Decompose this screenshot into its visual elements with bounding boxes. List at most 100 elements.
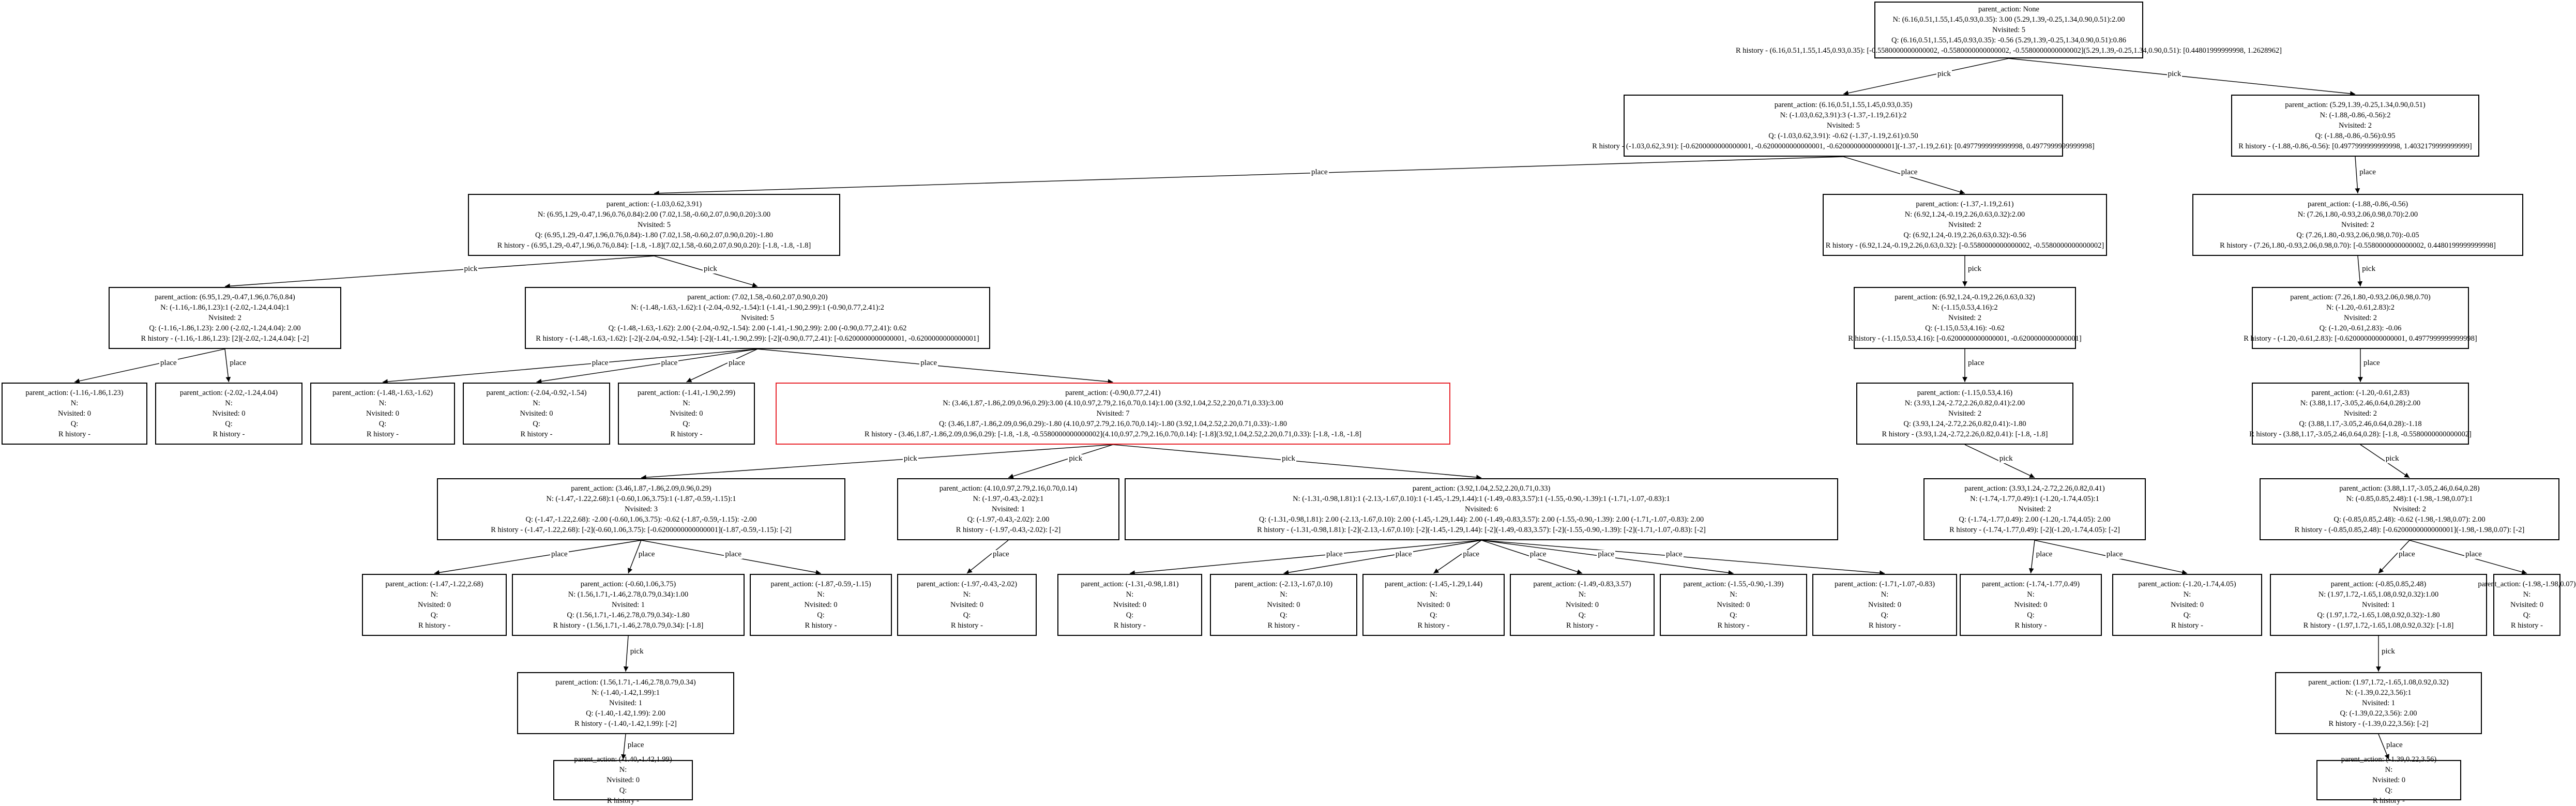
node-r-history-text: R history - (1.56,1.71,-1.46,2.78,0.79,0… [553,621,704,630]
node-nvisited-text: Nvisited: 0 [2170,601,2204,609]
node-n-text: N: (-1.15,0.53,4.16):2 [1932,303,1998,312]
node-q-text: Q: (7.26,1.80,-0.93,2.06,0.98,0.70):-0.0… [2296,231,2419,239]
edge-root-a [1843,58,2009,96]
node-nvisited-text: Nvisited: 0 [1868,601,1902,609]
tree-node-t: parent_action: (3.92,1.04,2.52,2.20,0.71… [1125,478,1838,540]
node-q-text: Q: (-1.15,0.53,4.16): -0.62 [1925,324,2005,332]
tree-node-x: parent_action: (-0.60,1.06,3.75)N: (1.56… [512,574,745,636]
edge-label-place: place [637,550,656,559]
node-parent-action-text: parent_action: (6.95,1.29,-0.47,1.96,0.7… [155,293,295,301]
node-q-text: Q: [2183,611,2191,619]
tree-node-w: parent_action: (-1.47,-1.22,2.68)N:Nvisi… [362,574,507,636]
tree-node-j: parent_action: (-1.16,-1.86,1.23)N:Nvisi… [2,383,147,445]
node-nvisited-text: Nvisited: 5 [1826,121,1860,130]
node-r-history-text: R history - (6.92,1.24,-0.19,2.26,0.63,0… [1825,241,2104,250]
node-nvisited-text: Nvisited: 2 [2343,314,2377,322]
node-nvisited-text: Nvisited: 7 [1096,409,1130,418]
node-r-history-text: R history - (-1.15,0.53,4.16): [-0.62000… [1848,334,2082,343]
tree-node-v: parent_action: (3.88,1.17,-3.05,2.46,0.6… [2260,478,2559,540]
edge-label-pick: pick [1998,454,2014,464]
tree-node-u1: parent_action: (-1.74,-1.77,0.49)N:Nvisi… [1960,574,2102,636]
node-parent-action-text: parent_action: (1.56,1.71,-1.46,2.78,0.7… [555,678,696,687]
node-n-text: N: (1.56,1.71,-1.46,2.78,0.79,0.34):1.00 [568,590,689,599]
node-r-history-text: R history - (-1.20,-0.61,2.83): [-0.6200… [2244,334,2477,343]
node-parent-action-text: parent_action: (6.16,0.51,1.55,1.45,0.93… [1774,101,1913,109]
node-parent-action-text: parent_action: (3.92,1.04,2.52,2.20,0.71… [1412,484,1551,493]
node-parent-action-text: parent_action: (-1.55,-0.90,-1.39) [1683,580,1784,588]
node-r-history-text: R history - (6.95,1.29,-0.47,1.96,0.76,0… [497,241,811,250]
node-r-history-text: R history - [2171,621,2204,630]
edge-label-pick: pick [1068,454,1084,464]
tree-node-o: parent_action: (-0.90,0.77,2.41)N: (3.46… [776,383,1450,445]
node-n-text: N: (-1.88,-0.86,-0.56):2 [2320,111,2391,119]
node-q-text: Q: [225,420,233,428]
node-q-text: Q: [683,420,690,428]
node-parent-action-text: parent_action: (-0.90,0.77,2.41) [1065,389,1161,397]
edge-b-e [2355,156,2360,194]
tree-node-v1a: parent_action: (1.97,1.72,-1.65,1.08,0.9… [2275,672,2482,734]
node-q-text: Q: [2523,611,2531,619]
edge-label-place: place [229,359,248,368]
node-q-text: Q: [378,420,387,428]
node-r-history-text: R history - (-1.97,-0.43,-2.02): [-2] [956,526,1061,534]
edge-label-pick: pick [703,265,718,273]
tree-node-q: parent_action: (-1.20,-0.61,2.83) N: (3.8… [2249,383,2472,445]
node-n-text: N: [683,399,690,407]
tree-node-c: parent_action: (-1.03,0.62,3.91)N: (6.95… [468,194,840,256]
node-q-text: Q: [1881,611,1889,619]
node-parent-action-text: parent_action: (-1.37,-1.19,2.61) [1916,200,2014,208]
node-nvisited-text: Nvisited: 1 [611,601,645,609]
node-parent-action-text: parent_action: (6.92,1.24,-0.19,2.26,0.6… [1895,293,2035,301]
node-n-text: N: (6.95,1.29,-0.47,1.96,0.76,0.84):2.00… [537,210,771,219]
node-n-text: N: [378,399,387,407]
edge-c-f [224,255,655,289]
edge-g-n [686,348,758,383]
tree-node-u2: parent_action: (-1.20,-1.74,4.05)N:Nvisi… [2112,574,2262,636]
edge-label-place: place [919,359,938,368]
edge-label-pick: pick [2361,265,2377,273]
tree-node-x2: parent_action: (-1.40,-1.42,1.99)N:Nvisi… [553,755,693,805]
node-nvisited-text: Nvisited: 2 [2018,505,2052,513]
node-nvisited-text: Nvisited: 2 [1948,409,1982,418]
node-r-history-text: R history - (-1.48,-1.63,-1.62): [-2](-2… [536,334,979,343]
node-n-text: N: (-1.74,-1.77,0.49):1 (-1.20,-1.74,4.0… [1970,495,2099,503]
node-q-text: Q: (3.93,1.24,-2.72,2.26,0.82,0.41):-1.8… [1903,420,2026,428]
node-r-history-text: R history - (-1.74,-1.77,0.49): [-2](-1.… [1949,526,2120,534]
node-n-text: N: (-1.40,-1.42,1.99):1 [591,689,660,697]
node-q-text: Q: (6.16,0.51,1.55,1.45,0.93,0.35): -0.5… [1891,36,2126,44]
node-parent-action-text: parent_action: (-1.97,-0.43,-2.02) [916,580,1018,588]
node-n-text: N: (3.88,1.17,-3.05,2.46,0.64,0.28):2.00 [2300,399,2421,407]
node-nvisited-text: Nvisited: 0 [366,409,400,418]
node-parent-action-text: parent_action: (7.02,1.58,-0.60,2.07,0.9… [687,293,828,301]
node-parent-action-text: parent_action: (-2.13,-1.67,0.10) [1234,580,1333,588]
node-parent-action-text: parent_action: (1.97,1.72,-1.65,1.08,0.9… [2308,678,2449,687]
node-parent-action-text: parent_action: (3.46,1.87,-1.86,2.09,0.9… [571,484,711,493]
node-r-history-text: R history - (-1.39,0.22,3.56): [-2] [2328,720,2429,728]
node-n-text: N: (-1.16,-1.86,1.23):1 (-2.02,-1.24,4.0… [160,303,290,312]
node-q-text: Q: (-1.40,-1.42,1.99): 2.00 [586,709,665,718]
node-parent-action-text: parent_action: (-1.16,-1.86,1.23) [25,389,124,397]
node-nvisited-text: Nvisited: 1 [2361,601,2396,609]
node-nvisited-text: Nvisited: 0 [950,601,984,609]
edge-label-place: place [2105,550,2124,559]
edge-label-place: place [2398,550,2416,559]
node-n-text: N: (7.26,1.80,-0.93,2.06,0.98,0.70):2.00 [2297,210,2418,219]
edge-label-pick: pick [902,454,918,464]
node-n-text: N: (-1.20,-0.61,2.83):2 [2326,303,2395,312]
node-q-text: Q: [1280,611,1287,619]
tree-node-l: parent_action: (-1.48,-1.63,-1.62)N:Nvis… [310,383,455,445]
node-q-text: Q: (-1.97,-0.43,-2.02): 2.00 [967,515,1050,524]
node-q-text: Q: (-1.03,0.62,3.91): -0.62 (-1.37,-1.19… [1768,132,1918,140]
node-nvisited-text: Nvisited: 5 [1992,26,2026,34]
node-r-history-text: R history - (-1.31,-0.98,1.81): [-2](-2.… [1257,526,1706,534]
node-r-history-text: R history - [58,430,91,438]
node-n-text: N: (-1.97,-0.43,-2.02):1 [973,495,1044,503]
edge-label-place: place [728,359,746,368]
node-r-history-text: R history - (3.46,1.87,-1.86,2.09,0.96,0… [865,430,1361,438]
edge-label-place: place [159,359,178,368]
tree-node-b: parent_action: (5.29,1.39,-0.25,1.34,0.9… [2231,95,2479,157]
tree-node-t3: parent_action: (-1.45,-1.29,1.44)N:Nvisi… [1362,574,1505,636]
node-parent-action-text: parent_action: (-1.20,-0.61,2.83) [2311,389,2410,397]
node-nvisited-text: Nvisited: 1 [991,505,1025,513]
node-r-history-text: R history - [607,797,640,805]
